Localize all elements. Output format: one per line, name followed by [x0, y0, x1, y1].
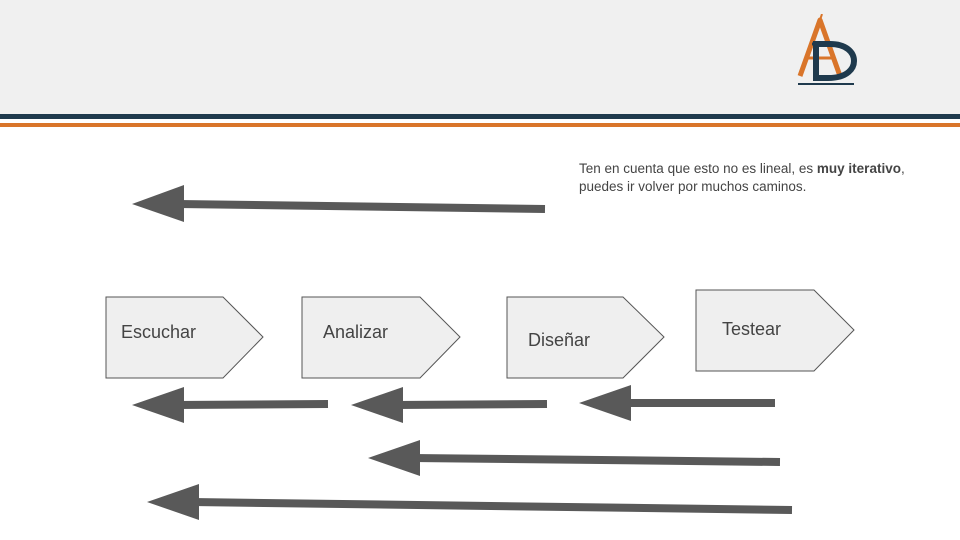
header-rule-navy — [0, 114, 960, 119]
step-label-testear: Testear — [722, 319, 782, 339]
step-shape-analizar — [301, 296, 461, 379]
step-label-analizar: Analizar — [323, 322, 389, 342]
back-arrow-testear-analizar — [368, 440, 781, 476]
note-text: Ten en cuenta que esto no es lineal, es — [579, 161, 817, 176]
back-arrow-analizar-escuchar — [132, 387, 329, 423]
step-shape-testear — [695, 289, 855, 372]
ad-monogram-logo — [797, 14, 858, 85]
back-arrow-testear-escuchar — [147, 484, 793, 520]
step-shape-escuchar — [105, 296, 264, 379]
back-arrow-disenar-analizar — [351, 387, 548, 423]
feedback-arrow-top — [132, 185, 546, 222]
note-text-end: , puedes ir volver por muchos caminos. — [579, 161, 905, 194]
back-arrow-testear-disenar — [579, 385, 775, 421]
step-shape-disenar — [506, 296, 665, 379]
iteration-note: Ten en cuenta que esto no es lineal, es … — [579, 160, 919, 196]
step-label-disenar: Diseñar — [528, 330, 591, 350]
header-band — [0, 0, 960, 114]
step-label-escuchar: Escuchar — [121, 322, 197, 342]
header-rule-orange — [0, 123, 960, 127]
note-bold: muy iterativo — [816, 161, 901, 176]
